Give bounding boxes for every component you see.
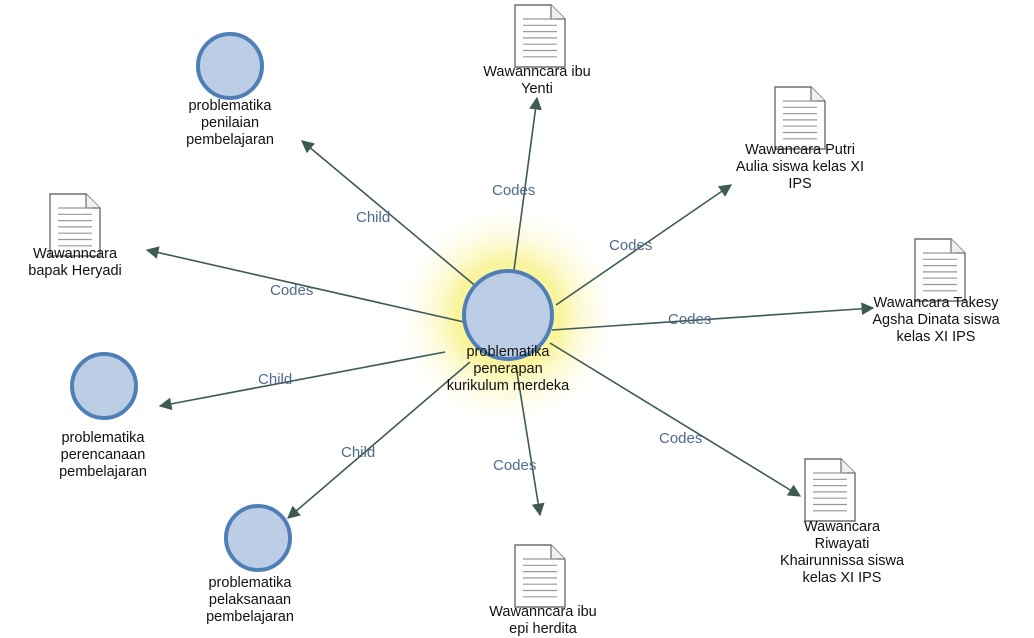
node-label-heryadi: Wawanncara bapak Heryadi <box>28 246 122 279</box>
node-label-takesy: Wawancara Takesy Agsha Dinata siswa kela… <box>872 295 1000 345</box>
edge-label-perencanaan: Child <box>258 371 293 388</box>
edge-perencanaan <box>158 351 446 411</box>
node-label-yenti: Wawanncara ibu Yenti <box>483 64 591 97</box>
edge-putri <box>555 184 733 306</box>
document-icon-yenti[interactable] <box>514 4 566 68</box>
edge-pelaksanaan <box>287 361 471 519</box>
edge-label-epi: Codes <box>493 457 537 474</box>
edge-label-penilaian: Child <box>356 209 391 226</box>
edge-label-riwayati: Codes <box>659 430 703 447</box>
node-label-penilaian: problematika penilaian pembelajaran <box>186 98 274 148</box>
edge-label-putri: Codes <box>609 237 653 254</box>
node-label-putri: Wawancara Putri Aulia siswa kelas XI IPS <box>735 142 865 192</box>
document-icon-takesy[interactable] <box>914 238 966 302</box>
code-node-penilaian[interactable] <box>196 32 264 100</box>
code-node-perencanaan[interactable] <box>70 352 138 420</box>
edge-label-heryadi: Codes <box>270 282 314 299</box>
document-icon-epi[interactable] <box>514 544 566 608</box>
edge-takesy <box>551 302 875 331</box>
edge-yenti <box>511 96 542 286</box>
node-label-perencanaan: problematika perencanaan pembelajaran <box>59 430 147 480</box>
edge-penilaian <box>301 140 479 289</box>
center-node-label: problematika penerapan kurikulum merdeka <box>446 344 570 394</box>
document-icon-riwayati[interactable] <box>804 458 856 522</box>
edge-label-yenti: Codes <box>492 182 536 199</box>
document-icon-putri[interactable] <box>774 86 826 150</box>
document-icon-heryadi[interactable] <box>49 193 101 257</box>
node-label-epi: Wawanncara ibu epi herdita <box>489 604 597 637</box>
edge-label-takesy: Codes <box>668 311 712 328</box>
edge-heryadi <box>145 246 465 323</box>
code-node-pelaksanaan[interactable] <box>224 504 292 572</box>
node-label-pelaksanaan: problematika pelaksanaan pembelajaran <box>206 575 294 625</box>
edge-label-pelaksanaan: Child <box>341 444 376 461</box>
edge-epi <box>515 365 545 517</box>
edge-riwayati <box>549 342 802 497</box>
center-node[interactable] <box>462 269 554 361</box>
node-label-riwayati: Wawancara Riwayati Khairunnissa siswa ke… <box>779 519 905 586</box>
